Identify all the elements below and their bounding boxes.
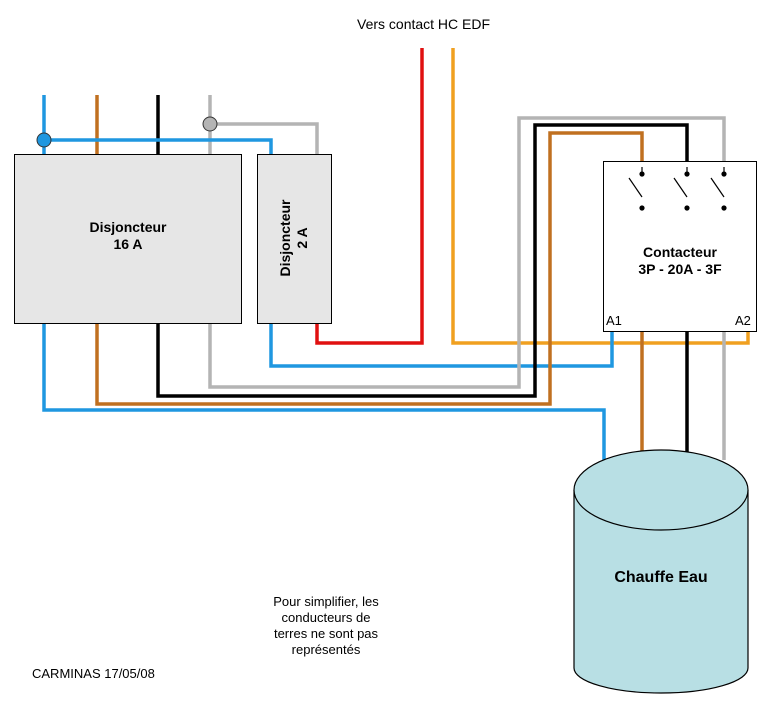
wire-red	[315, 48, 424, 345]
wire-orange	[451, 48, 750, 345]
contacteur-terminal-a1: A1	[606, 313, 622, 328]
disjoncteur-2a-line2: 2 A	[294, 227, 310, 249]
wire-blue-a1	[269, 322, 614, 368]
author-label: CARMINAS 17/05/08	[32, 666, 155, 681]
note-line2: conducteurs de	[281, 610, 371, 625]
water-heater-tank	[573, 449, 749, 694]
contacteur-terminal-a2: A2	[735, 313, 751, 328]
disjoncteur-16a-line1: Disjoncteur	[89, 219, 167, 235]
wire-blue-branch	[44, 138, 273, 155]
note-text: Pour simplifier, les conducteurs de terr…	[236, 594, 416, 658]
contacteur-box	[603, 161, 757, 332]
wire-black-out	[156, 123, 689, 398]
contacteur-line1: Contacteur	[643, 244, 717, 260]
contacteur-label: Contacteur 3P - 20A - 3F	[603, 244, 757, 278]
chauffe-eau-label: Chauffe Eau	[614, 569, 708, 586]
disjoncteur-16a-label: Disjoncteur 16 A	[14, 219, 242, 253]
junction-dot-grey	[202, 116, 218, 132]
note-line1: Pour simplifier, les	[273, 594, 379, 609]
header-label: Vers contact HC EDF	[357, 16, 491, 32]
note-line4: représentés	[291, 642, 361, 657]
junction-dot-blue	[36, 132, 52, 148]
contacteur-line2: 3P - 20A - 3F	[638, 261, 722, 277]
disjoncteur-16a-line2: 16 A	[113, 236, 143, 252]
wire-brown-out	[95, 131, 644, 406]
wire-grey-branch	[210, 122, 319, 155]
disjoncteur-2a-box	[257, 154, 332, 324]
disjoncteur-16a-box	[14, 154, 242, 324]
contacteur-switch-icon	[628, 167, 727, 211]
disjoncteur-2a-line1: Disjoncteur	[277, 199, 293, 277]
disjoncteur-2a-label: Disjoncteur 2 A	[277, 188, 311, 288]
note-line3: terres ne sont pas	[273, 626, 379, 641]
wire-grey-out	[208, 116, 726, 389]
wire-blue-neutral	[42, 322, 606, 462]
